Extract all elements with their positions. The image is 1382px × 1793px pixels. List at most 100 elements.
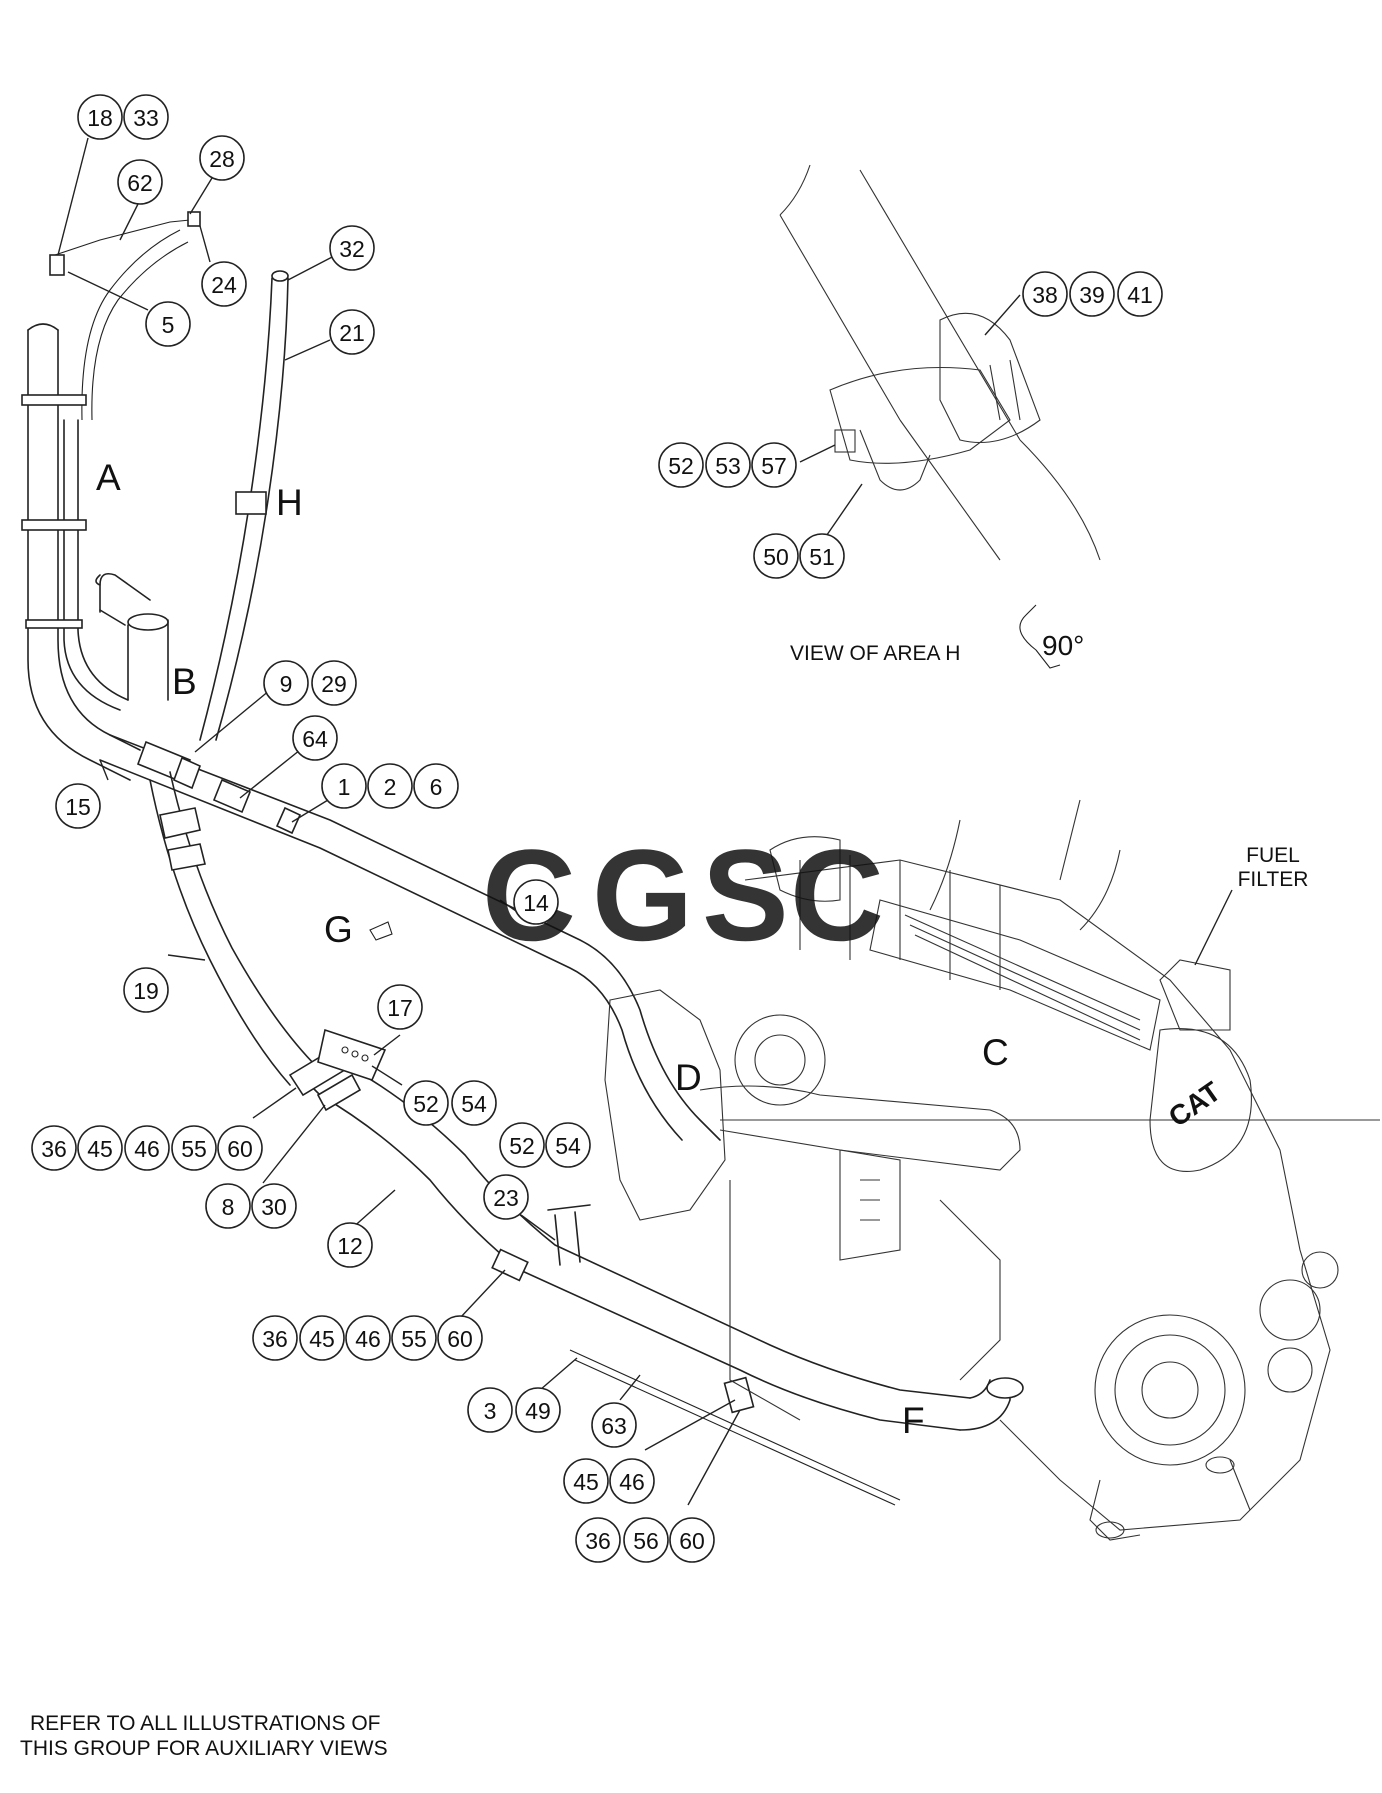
callout-number: 46 xyxy=(134,1136,160,1162)
callout-circle xyxy=(329,225,375,271)
callout-number: 33 xyxy=(133,105,159,131)
callout-circle xyxy=(55,783,101,829)
callout-c41: 41 xyxy=(1117,271,1163,317)
watermark-letter-3: S xyxy=(702,822,789,968)
zone-letters: A B H G D C F xyxy=(96,457,1009,1441)
callout-c54a: 54 xyxy=(451,1080,497,1126)
callout-circle xyxy=(1022,271,1068,317)
callout-circle xyxy=(515,1387,561,1433)
area-h-inset xyxy=(779,164,1101,561)
callout-c3: 3 xyxy=(467,1387,513,1433)
callout-circle xyxy=(609,1458,655,1504)
callout-c45a: 45 xyxy=(77,1125,123,1171)
callout-c9: 9 xyxy=(263,660,309,706)
callout-circle xyxy=(311,660,357,706)
callout-c46b: 46 xyxy=(345,1315,391,1361)
callout-circle xyxy=(377,984,423,1030)
callout-circle xyxy=(1117,271,1163,317)
callout-number: 46 xyxy=(355,1326,381,1352)
zone-label-f: F xyxy=(902,1400,925,1441)
callout-c56: 56 xyxy=(623,1517,669,1563)
rotate-arrow-icon xyxy=(1019,604,1061,669)
callout-number: 21 xyxy=(339,320,365,346)
callout-c60b: 60 xyxy=(437,1315,483,1361)
callout-c32: 32 xyxy=(329,225,375,271)
callout-circle xyxy=(575,1517,621,1563)
callout-c54b: 54 xyxy=(545,1122,591,1168)
callout-circle xyxy=(753,533,799,579)
watermark-letter-2: G xyxy=(592,822,693,968)
callout-c18: 18 xyxy=(77,94,123,140)
callout-c36c: 36 xyxy=(575,1517,621,1563)
tube-14 xyxy=(99,734,721,1141)
callout-c57: 57 xyxy=(751,442,797,488)
callout-c36b: 36 xyxy=(252,1315,298,1361)
callout-c14: 14 xyxy=(513,879,559,925)
callout-circle xyxy=(263,660,309,706)
callout-circle xyxy=(623,1517,669,1563)
callout-circle xyxy=(123,94,169,140)
callout-number: 15 xyxy=(65,794,91,820)
callout-circle xyxy=(451,1080,497,1126)
callout-circle xyxy=(145,301,191,347)
callout-circle xyxy=(31,1125,77,1171)
callout-number: 5 xyxy=(162,312,175,338)
callout-c24: 24 xyxy=(201,261,247,307)
callout-c8: 8 xyxy=(205,1183,251,1229)
callout-circle xyxy=(201,261,247,307)
callout-number: 64 xyxy=(302,726,328,752)
callout-number: 52 xyxy=(668,453,694,479)
callout-number: 57 xyxy=(761,453,787,479)
callout-number: 30 xyxy=(261,1194,287,1220)
callout-circle xyxy=(751,442,797,488)
callout-circle xyxy=(563,1458,609,1504)
callout-circle xyxy=(705,442,751,488)
callout-number: 18 xyxy=(87,105,113,131)
callout-number: 14 xyxy=(523,890,549,916)
callout-number: 17 xyxy=(387,995,413,1021)
callout-number: 1 xyxy=(338,774,351,800)
callout-circle xyxy=(329,309,375,355)
callout-circle xyxy=(1069,271,1115,317)
callout-number: 54 xyxy=(555,1133,581,1159)
callout-circle xyxy=(591,1402,637,1448)
view-of-area-label: VIEW OF AREA H xyxy=(790,642,960,665)
callout-number: 39 xyxy=(1079,282,1105,308)
callout-c2: 2 xyxy=(367,763,413,809)
callout-circle xyxy=(545,1122,591,1168)
callout-c62: 62 xyxy=(117,159,163,205)
callout-number: 45 xyxy=(573,1469,599,1495)
callout-circle xyxy=(77,94,123,140)
zone-label-g: G xyxy=(324,909,353,950)
callout-number: 23 xyxy=(493,1185,519,1211)
callout-number: 46 xyxy=(619,1469,645,1495)
callout-c39: 39 xyxy=(1069,271,1115,317)
callout-number: 45 xyxy=(309,1326,335,1352)
callout-circle xyxy=(171,1125,217,1171)
callout-number: 36 xyxy=(41,1136,67,1162)
callout-c19: 19 xyxy=(123,967,169,1013)
callout-circle xyxy=(117,159,163,205)
callout-c36a: 36 xyxy=(31,1125,77,1171)
callout-number: 36 xyxy=(262,1326,288,1352)
footer-note-line1: REFER TO ALL ILLUSTRATIONS OF xyxy=(30,1712,380,1735)
fuel-filter-label-line2: FILTER xyxy=(1238,868,1309,891)
callout-number: 19 xyxy=(133,978,159,1004)
watermark: C G S C xyxy=(482,822,884,968)
engine: CAT xyxy=(604,799,1380,1541)
callout-c52b: 52 xyxy=(499,1122,545,1168)
callout-c55a: 55 xyxy=(171,1125,217,1171)
callout-c21: 21 xyxy=(329,309,375,355)
callout-number: 60 xyxy=(679,1528,705,1554)
clamp xyxy=(21,519,87,531)
callout-circle xyxy=(437,1315,483,1361)
callout-circle xyxy=(658,442,704,488)
callout-circle xyxy=(499,1122,545,1168)
callout-circle xyxy=(123,967,169,1013)
callout-number: 8 xyxy=(222,1194,235,1220)
callout-c15: 15 xyxy=(55,783,101,829)
tube-a xyxy=(27,329,141,781)
callout-number: 9 xyxy=(280,671,293,697)
fuel-filter-label-line1: FUEL xyxy=(1246,844,1300,867)
watermark-letter-1: C xyxy=(482,822,576,968)
